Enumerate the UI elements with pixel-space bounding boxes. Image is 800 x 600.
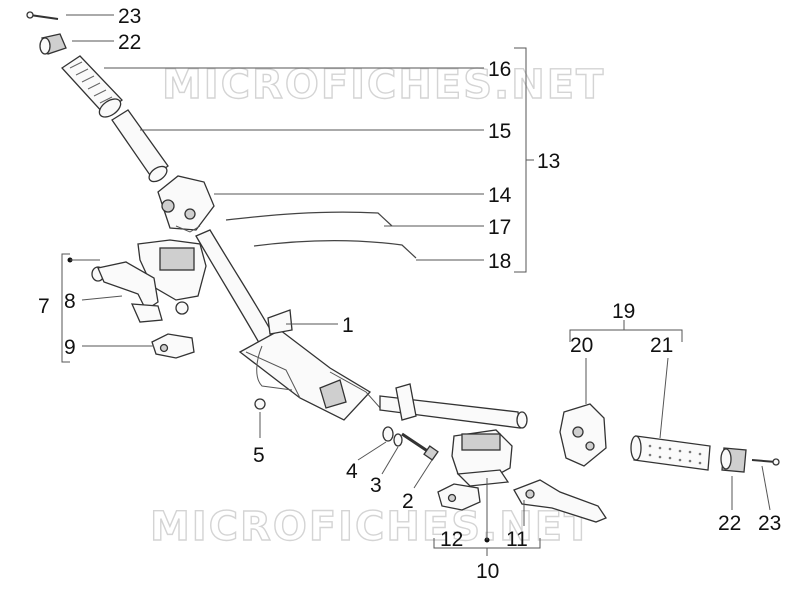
callout-9: 9: [64, 336, 76, 359]
callout-22-top: 22: [118, 31, 141, 54]
part-end-screw-top: [26, 11, 59, 20]
part-right-clamp: [437, 483, 481, 511]
callout-1: 1: [342, 314, 354, 337]
callout-13: 13: [537, 150, 560, 173]
watermark-top: MICROFICHES.NET: [162, 62, 605, 108]
part-right-master-cylinder: [451, 429, 513, 487]
callout-4: 4: [346, 460, 358, 483]
part-left-brake-lever: [91, 261, 163, 323]
part-cable-18: [253, 239, 417, 259]
part-right-brake-lever: [513, 479, 607, 523]
callout-7: 7: [38, 295, 50, 318]
callout-22-right: 22: [718, 512, 741, 535]
part-left-clamp: [151, 333, 195, 359]
part-nut: [254, 398, 266, 410]
part-cable-17: [225, 211, 393, 227]
callout-10: 10: [476, 560, 499, 583]
part-handlebar: [195, 229, 528, 429]
part-left-switch: [157, 175, 215, 233]
leader-lines: [61, 14, 771, 556]
part-washer-3: [393, 433, 403, 447]
callout-18: 18: [488, 250, 511, 273]
callout-8: 8: [64, 290, 76, 313]
part-right-grip: [630, 435, 711, 471]
part-bar-end-weight-right: [720, 447, 747, 473]
part-throttle-tube: [111, 109, 169, 183]
part-bolt: [401, 432, 439, 461]
watermark-bottom: MICROFICHES.NET: [150, 504, 593, 550]
part-right-switch: [559, 403, 607, 467]
callout-2: 2: [402, 490, 414, 513]
part-bar-end-weight-top: [39, 33, 67, 55]
callout-15: 15: [488, 120, 511, 143]
callout-3: 3: [370, 474, 382, 497]
callout-21: 21: [650, 334, 673, 357]
callout-11: 11: [506, 528, 528, 551]
part-washer-4: [382, 426, 394, 442]
callout-14: 14: [488, 184, 512, 207]
callout-19: 19: [612, 300, 635, 323]
part-end-screw-right: [751, 458, 780, 466]
callout-23-right: 23: [758, 512, 781, 535]
callout-5: 5: [253, 444, 265, 467]
callout-16: 16: [488, 58, 511, 81]
callout-23-top: 23: [118, 5, 141, 28]
part-left-grip: [61, 55, 123, 118]
callout-12: 12: [440, 528, 463, 551]
callout-17: 17: [488, 216, 511, 239]
callout-20: 20: [570, 334, 593, 357]
